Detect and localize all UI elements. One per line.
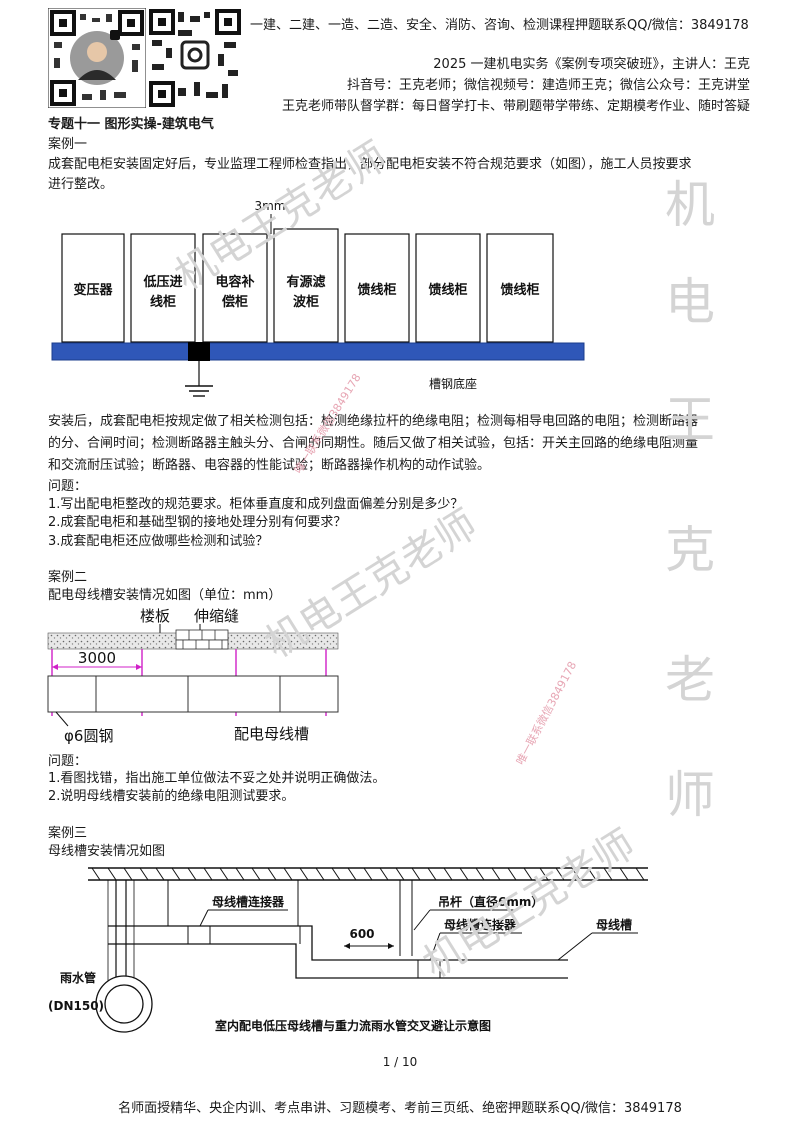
page-number: 1 / 10 xyxy=(382,1055,418,1069)
header-social-line: 抖音号：王克老师；微信视频号：建造师王克；微信公众号：王克讲堂 xyxy=(346,78,750,93)
switchgear-figure: 3mm 变压器 低压进 线柜 电容补 偿柜 有源滤 波柜 馈线柜 馈线柜 馈线柜… xyxy=(48,196,588,410)
cabinet-label: 线柜 xyxy=(150,294,176,310)
ground-connection-block xyxy=(188,342,210,361)
busway xyxy=(47,675,339,713)
cabinet-active-filter xyxy=(273,228,339,343)
cabinet-feeder-2 xyxy=(415,233,481,343)
expansion-joint-label: 伸缩缝 xyxy=(194,607,239,625)
channel-steel-base-label: 槽钢底座 xyxy=(429,376,477,391)
cabinet-label: 馈线柜 xyxy=(500,282,539,298)
watermark-vertical: 克 xyxy=(665,521,715,579)
cabinet-label: 波柜 xyxy=(293,294,319,310)
watermark-vertical: 电 xyxy=(665,273,715,331)
footer-banner: 名师面授精华、央企内训、考点串讲、习题模考、考前三页纸、绝密押题联系QQ/微信：… xyxy=(118,1101,682,1116)
cabinet-label: 低压进 xyxy=(142,274,182,290)
cabinet-label: 馈线柜 xyxy=(357,282,396,298)
watermark-contact: 唯一联系微信3849178 xyxy=(513,659,580,768)
cabinet-label: 馈线柜 xyxy=(428,282,467,298)
qr-code-douyin xyxy=(47,7,147,109)
busway-label: 母线槽 xyxy=(596,917,632,932)
hanger-rod-label: 吊杆（直径6mm） xyxy=(438,894,543,909)
connector-label: 母线槽连接器 xyxy=(212,894,285,909)
header-study-group-line: 王克老师带队督学群：每日督学打卡、带刷题带学带练、定期模考作业、随时答疑 xyxy=(281,99,750,114)
cabinet-label: 变压器 xyxy=(73,282,113,298)
header-course-line: 2025 一建机电实务《案例专项突破班》，主讲人：王克 xyxy=(433,57,750,72)
case2-question-2: 2.说明母线槽安装前的绝缘电阻测试要求。 xyxy=(48,789,295,804)
case1-body-line1: 安装后，成套配电柜按规定做了相关检测包括：检测绝缘拉杆的绝缘电阻；检测每相导电回… xyxy=(48,414,699,429)
rod-spacing-dimension: 3000 xyxy=(78,649,116,667)
case1-question-3: 3.成套配电柜还应做哪些检测和试验？ xyxy=(48,534,269,549)
case1-question-2: 2.成套配电柜和基础型钢的接地处理分别有何要求？ xyxy=(48,515,347,530)
cabinet-feeder-3 xyxy=(486,233,554,343)
busway-connector xyxy=(187,925,211,945)
watermark-vertical: 师 xyxy=(665,766,715,824)
case1-intro-line1: 成套配电柜安装固定好后，专业监理工程师检查指出，部分配电柜安装不符合规范要求（如… xyxy=(48,157,692,172)
case1-body-line3: 和交流耐压试验；断路器、电容器的性能试验；断路器操作机构的动作试验。 xyxy=(48,458,491,473)
cabinet-lv-incoming xyxy=(130,233,196,343)
case2-questions-label: 问题： xyxy=(48,754,88,769)
case1-intro-line2: 进行整改。 xyxy=(48,177,114,192)
watermark-vertical: 机 xyxy=(665,176,715,234)
case1-title: 案例一 xyxy=(48,137,88,152)
round-steel-label: φ6圆钢 xyxy=(64,727,113,745)
case2-intro: 配电母线槽安装情况如图（单位：mm） xyxy=(48,588,282,603)
figure-caption: 室内配电低压母线槽与重力流雨水管交叉避让示意图 xyxy=(215,1018,491,1033)
busway-label: 配电母线槽 xyxy=(234,725,309,743)
busway-figure: 楼板 伸缩缝 3000 φ6圆钢 配电母线槽 xyxy=(44,604,344,746)
floor-slab-label: 楼板 xyxy=(140,607,170,625)
gap-dimension-label: 3mm xyxy=(254,199,285,213)
rain-pipe-size-label: (DN150) xyxy=(48,999,104,1013)
channel-steel-base xyxy=(51,342,585,361)
cabinet-label: 电容补 xyxy=(215,274,254,290)
case2-title: 案例二 xyxy=(48,570,88,585)
section-title: 专题十一 图形实操-建筑电气 xyxy=(48,117,214,132)
qr-code-wechat xyxy=(148,8,242,108)
connector-label-2: 母线槽连接器 xyxy=(444,917,517,932)
cabinet-feeder-1 xyxy=(344,233,410,343)
case1-body-line2: 的分、合闸时间；检测断路器主触头分、合闸的同期性。随后又做了相关试验，包括：开关… xyxy=(48,436,699,451)
watermark-vertical: 老 xyxy=(665,651,715,709)
busway-connector xyxy=(417,959,441,979)
cabinet-label: 有源滤 xyxy=(286,274,325,290)
cabinet-label: 偿柜 xyxy=(222,294,248,310)
case2-question-1: 1.看图找错，指出施工单位做法不妥之处并说明正确做法。 xyxy=(48,771,386,786)
busway-pipe-crossing-figure: 雨水管 (DN150) 600 母线槽连接器 吊杆（直径6mm） 母线槽连接器 … xyxy=(48,860,688,1040)
case3-title: 案例三 xyxy=(48,826,88,841)
cabinet-transformer xyxy=(61,233,125,343)
rain-pipe-label: 雨水管 xyxy=(60,970,96,985)
case1-questions-label: 问题： xyxy=(48,479,88,494)
header-banner: 一建、二建、一造、二造、安全、消防、咨询、检测课程押题联系QQ/微信：38491… xyxy=(250,18,749,33)
case1-question-1: 1.写出配电柜整改的规范要求。柜体垂直度和成列盘面偏差分别是多少？ xyxy=(48,497,464,512)
clearance-dimension: 600 xyxy=(349,927,374,941)
cabinet-capacitor xyxy=(202,233,268,343)
case3-intro: 母线槽安装情况如图 xyxy=(48,844,166,859)
